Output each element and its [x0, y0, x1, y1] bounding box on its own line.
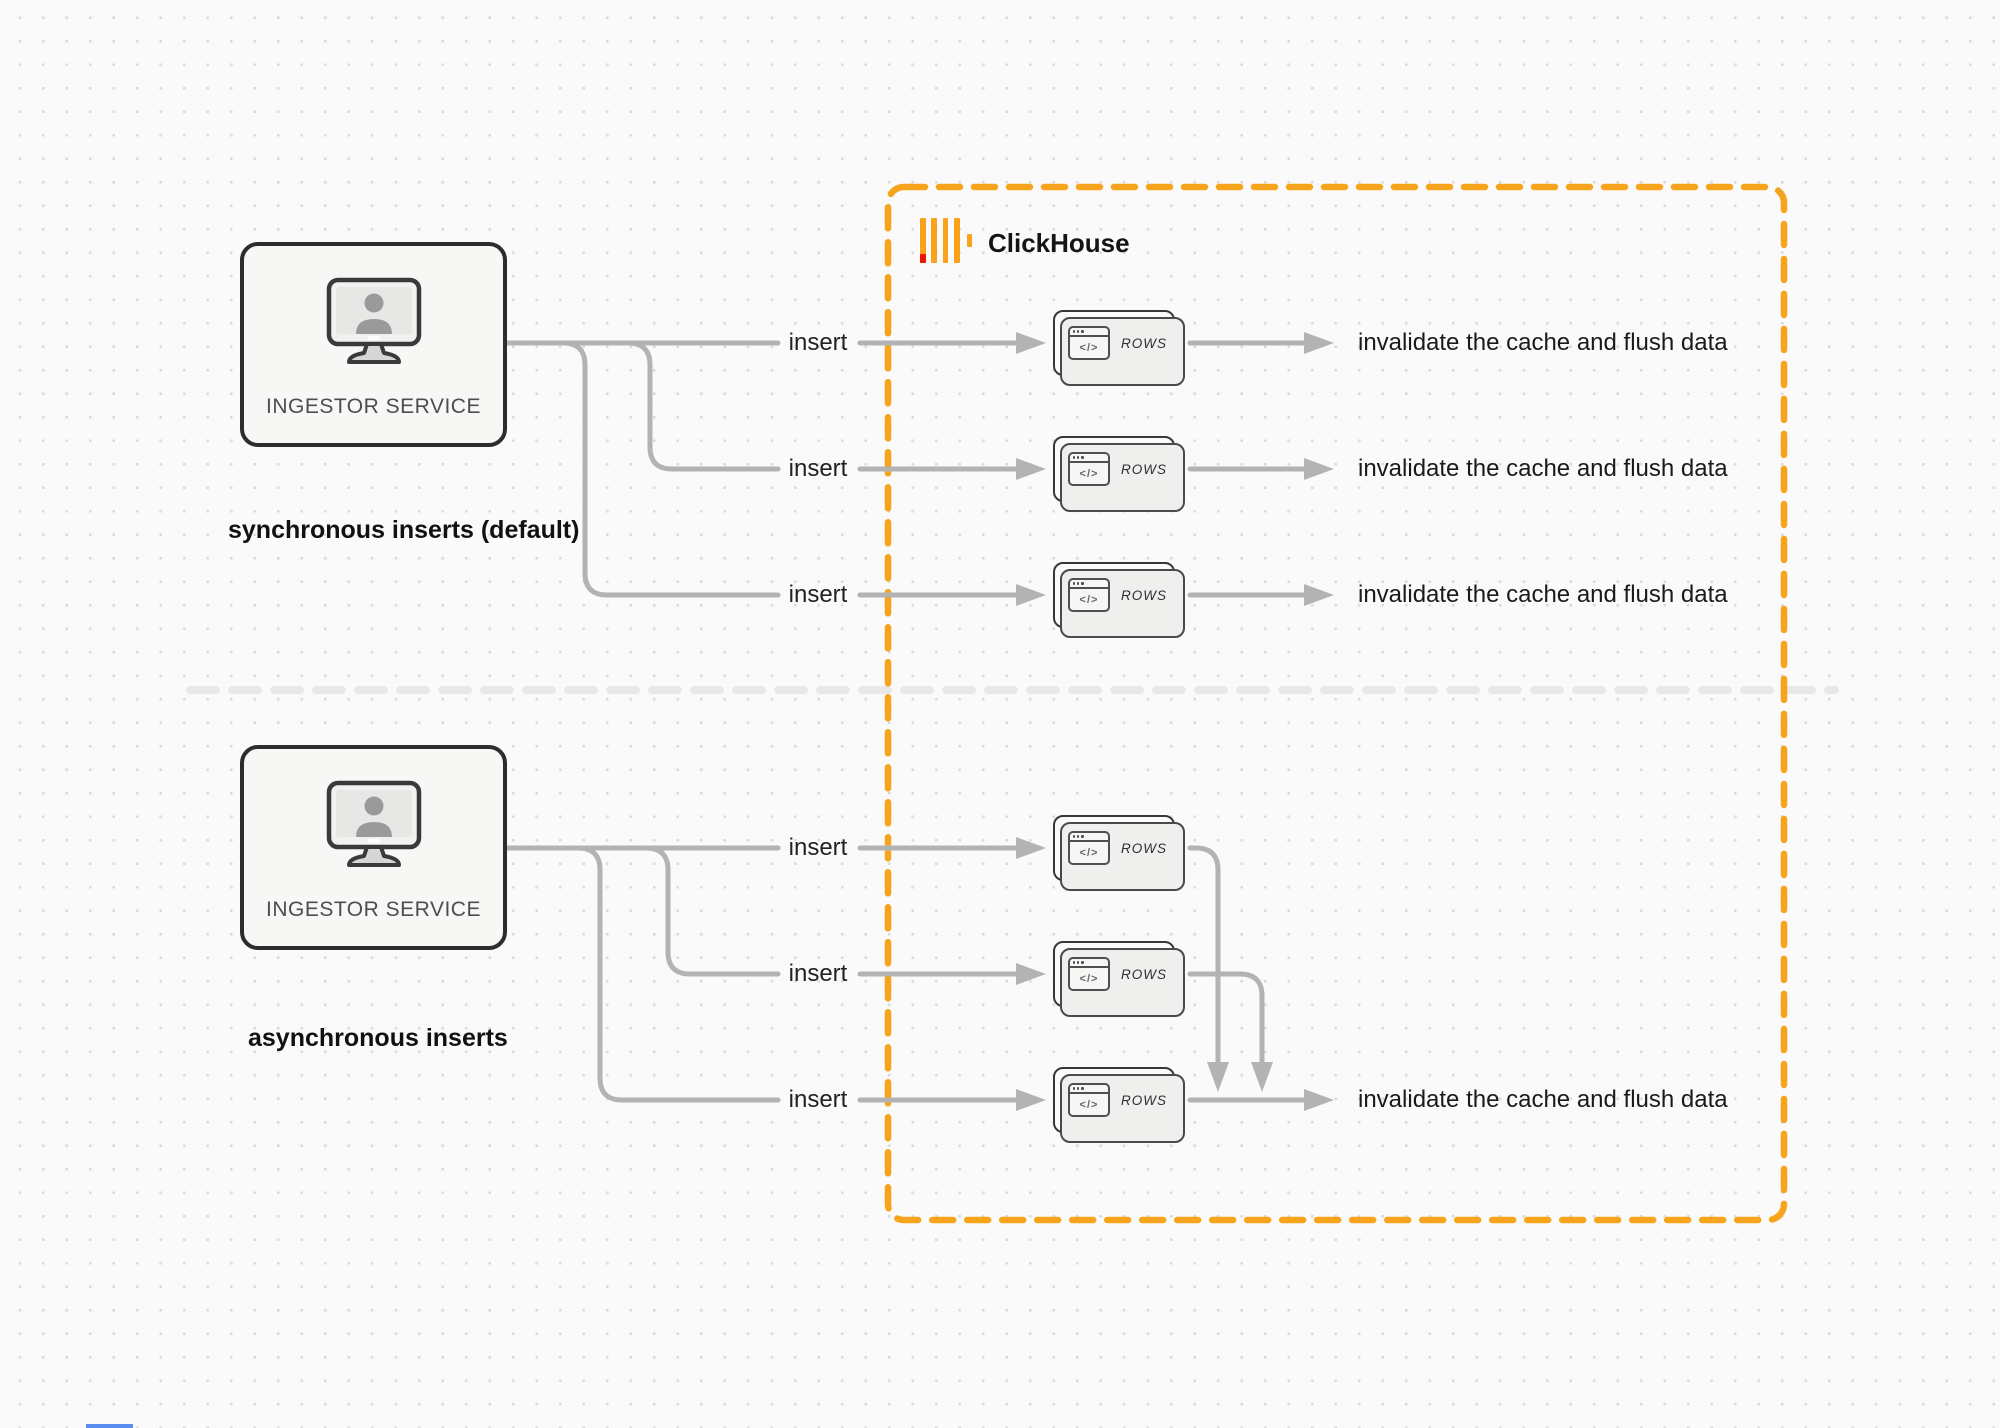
- browser-code-icon: </>: [1068, 578, 1110, 612]
- async-caption: asynchronous inserts: [248, 1024, 508, 1052]
- rows-card: </> ROWS: [1053, 1067, 1185, 1143]
- insert-edge-label: insert: [788, 960, 848, 987]
- rows-label: ROWS: [1121, 461, 1167, 477]
- rows-card: </> ROWS: [1053, 562, 1185, 638]
- rows-card: </> ROWS: [1053, 436, 1185, 512]
- ingestor-service-box-sync: INGESTOR SERVICE: [240, 242, 507, 447]
- ingestor-service-label: INGESTOR SERVICE: [266, 395, 481, 418]
- invalidate-label: invalidate the cache and flush data: [1358, 1086, 1728, 1113]
- arrowheads: [1016, 332, 1334, 1111]
- browser-code-icon: </>: [1068, 1083, 1110, 1117]
- insert-edge-label: insert: [788, 1086, 848, 1113]
- clickhouse-title: ClickHouse: [988, 228, 1130, 258]
- insert-edge-label: insert: [788, 455, 848, 482]
- insert-edge-label: insert: [788, 834, 848, 861]
- monitor-user-icon: [326, 276, 422, 371]
- rows-label: ROWS: [1121, 335, 1167, 351]
- rows-label: ROWS: [1121, 840, 1167, 856]
- rows-label: ROWS: [1121, 587, 1167, 603]
- invalidate-label: invalidate the cache and flush data: [1358, 329, 1728, 356]
- browser-code-icon: </>: [1068, 326, 1110, 360]
- sync-caption: synchronous inserts (default): [228, 516, 580, 544]
- rows-label: ROWS: [1121, 966, 1167, 982]
- ingestor-service-box-async: INGESTOR SERVICE: [240, 745, 507, 950]
- insert-edge-label: insert: [788, 329, 848, 356]
- browser-code-icon: </>: [1068, 452, 1110, 486]
- rows-card: </> ROWS: [1053, 815, 1185, 891]
- monitor-user-icon: [326, 779, 422, 874]
- invalidate-label: invalidate the cache and flush data: [1358, 581, 1728, 608]
- rows-card: </> ROWS: [1053, 310, 1185, 386]
- invalidate-label: invalidate the cache and flush data: [1358, 455, 1728, 482]
- insert-edge-label: insert: [788, 581, 848, 608]
- browser-code-icon: </>: [1068, 831, 1110, 865]
- clickhouse-logo-icon: [920, 218, 972, 263]
- connector-lines: [504, 340, 1309, 1103]
- clickhouse-boundary: [884, 183, 1788, 1224]
- bottom-edge-artifact: [86, 1424, 133, 1428]
- ingestor-service-label: INGESTOR SERVICE: [266, 898, 481, 921]
- rows-label: ROWS: [1121, 1092, 1167, 1108]
- rows-card: </> ROWS: [1053, 941, 1185, 1017]
- browser-code-icon: </>: [1068, 957, 1110, 991]
